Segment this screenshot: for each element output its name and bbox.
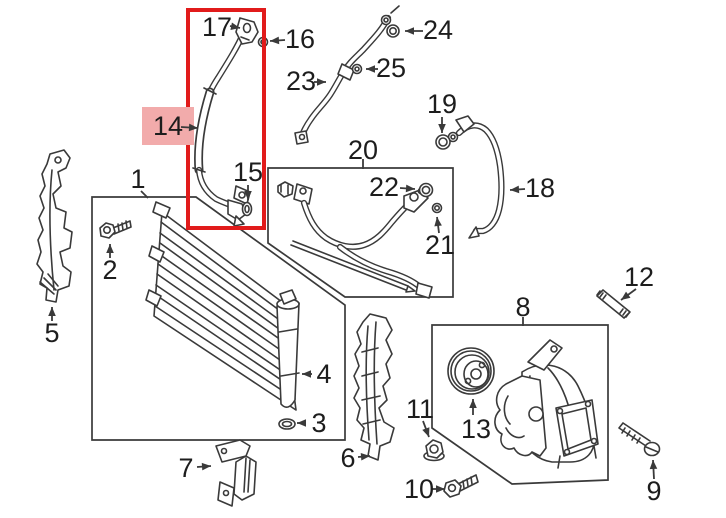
- compressor-part-8: [494, 339, 599, 469]
- arrowhead-15: [244, 191, 252, 200]
- part-label-22: 22: [369, 172, 399, 202]
- arrowhead-4: [302, 370, 311, 378]
- arrowhead-14: [188, 123, 198, 132]
- part-label-23: 23: [286, 66, 316, 96]
- group-box-compressor-8: [431, 324, 609, 485]
- part-label-24: 24: [423, 15, 453, 45]
- arrowhead-10: [436, 485, 445, 493]
- arrowhead-22: [405, 184, 415, 193]
- arrowhead-6: [360, 452, 370, 461]
- arrowhead-5: [48, 307, 56, 316]
- arrowhead-3: [297, 419, 306, 427]
- part-label-10: 10: [404, 474, 434, 504]
- part-label-18: 18: [525, 173, 555, 203]
- nut-part-11: [423, 439, 445, 462]
- part-label-14: 14: [153, 111, 183, 141]
- pipe-assembly-part-20: [277, 181, 433, 299]
- o-ring-part-15: [241, 201, 253, 217]
- condenser-drawing: [145, 185, 297, 411]
- part-label-5: 5: [44, 318, 59, 348]
- clutch-pulley-part-13: [447, 347, 495, 395]
- bolt-part-2: [99, 220, 132, 239]
- part-label-12: 12: [624, 262, 654, 292]
- arrowhead-25: [366, 65, 375, 73]
- arrowhead-23: [317, 78, 326, 86]
- arrowhead-18: [510, 185, 520, 194]
- o-ring-part-19: [435, 134, 451, 150]
- bracket-part-5: [36, 149, 73, 303]
- part-label-1: 1: [130, 164, 145, 194]
- hose-part-14: [192, 30, 247, 227]
- hose-part-18: [447, 115, 505, 239]
- part-label-11: 11: [406, 394, 434, 424]
- arrowhead-2: [106, 244, 114, 253]
- arrowhead-17: [230, 22, 240, 30]
- part-label-25: 25: [376, 53, 406, 83]
- hose-part-23: [294, 5, 400, 145]
- part-label-7: 7: [178, 453, 193, 483]
- part-label-16: 16: [285, 24, 315, 54]
- arrowhead-13: [469, 399, 477, 408]
- part-label-8: 8: [515, 292, 530, 322]
- group-box-pipe-assembly-20: [267, 167, 454, 298]
- ring-part-25: [351, 63, 363, 75]
- stud-part-12: [596, 289, 631, 319]
- part-label-20: 20: [348, 135, 378, 165]
- arrowhead-11: [422, 427, 430, 437]
- arrowhead-21: [434, 217, 442, 227]
- leader-line-1: [140, 190, 149, 199]
- arrowhead-12: [621, 291, 631, 300]
- o-ring-part-22: [418, 182, 434, 198]
- part-label-9: 9: [646, 476, 661, 506]
- part-label-highlight-14: [142, 107, 194, 145]
- arrowhead-7: [201, 462, 211, 471]
- part-label-2: 2: [102, 255, 117, 285]
- part-label-4: 4: [316, 359, 331, 389]
- arrowhead-9: [649, 460, 658, 470]
- fitting-part-17: [235, 17, 259, 45]
- bolt-part-9: [618, 422, 661, 457]
- part-label-19: 19: [427, 89, 457, 119]
- part-label-21: 21: [425, 230, 455, 260]
- ring-part-21: [431, 202, 443, 214]
- part-label-3: 3: [311, 408, 326, 438]
- part-label-17: 17: [202, 12, 232, 42]
- part-label-15: 15: [233, 157, 263, 187]
- part-label-13: 13: [461, 414, 491, 444]
- shield-part-6: [353, 313, 395, 461]
- group-box-condenser-1: [91, 196, 346, 441]
- o-ring-part-3: [278, 418, 296, 430]
- arrowhead-19: [438, 124, 446, 133]
- arrowhead-16: [270, 36, 280, 45]
- part-label-layer: 1234567891011121314151617181920212223242…: [44, 12, 661, 506]
- receiver-drier-part-4: [276, 289, 300, 408]
- arrowhead-24: [405, 27, 414, 35]
- part-label-6: 6: [340, 443, 355, 473]
- bracket-part-7: [215, 439, 257, 507]
- o-ring-part-24: [386, 24, 400, 38]
- bolt-part-10: [443, 474, 479, 498]
